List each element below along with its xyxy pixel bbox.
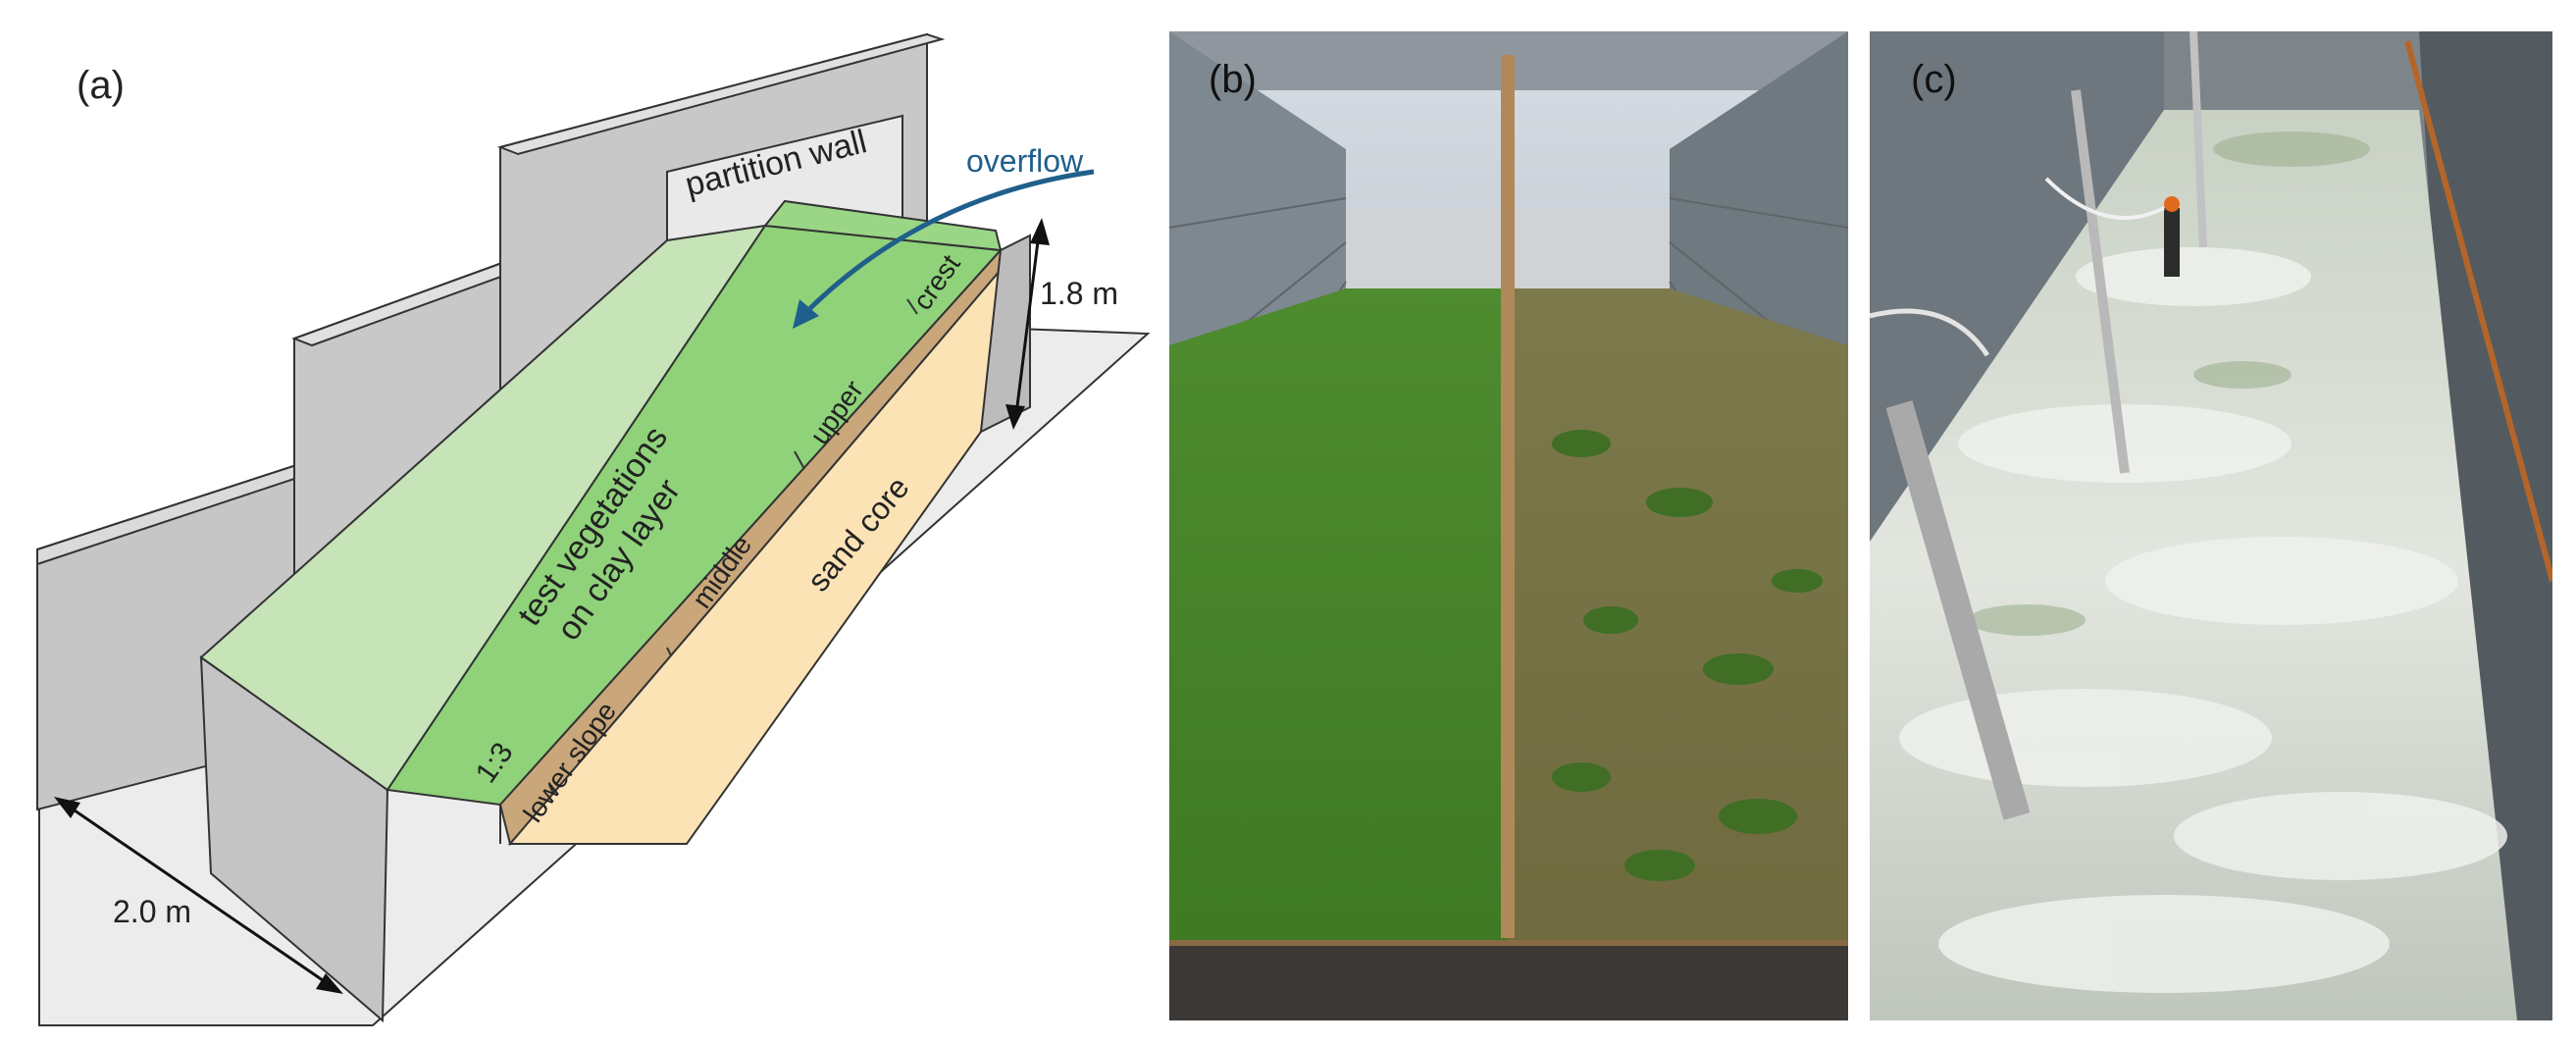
vegetation-under-water (1968, 131, 2370, 636)
water-foam (1899, 247, 2507, 993)
center-divider-plank (1501, 55, 1515, 938)
overflow-arrowhead (793, 299, 819, 329)
left-flume-wall (1870, 31, 2164, 542)
vegetation-crest (763, 199, 1003, 252)
panel-c-label: (c) (1911, 58, 1957, 101)
measurement-rod-1 (2071, 89, 2130, 474)
panel-a-schematic: (a) partition wall overflow 1.8 m 2.0 m … (0, 0, 1158, 1045)
panel-a-label: (a) (77, 64, 125, 107)
panel-c-photo-svg: (c) (1870, 31, 2552, 1020)
panel-b-photo: (b) (1169, 31, 1848, 1020)
bottom-edge-trim (1169, 940, 1848, 946)
height-label: 1.8 m (1040, 276, 1118, 311)
panel-c-photo: (c) (1870, 31, 2552, 1020)
zone-divider-4 (906, 298, 918, 315)
grass-test-section (1169, 288, 1508, 944)
sensor-device (2164, 208, 2180, 277)
height-dimension-line (1013, 225, 1042, 423)
width-arrowhead-left (54, 797, 80, 818)
rusty-rail (2404, 40, 2552, 582)
panel-b-photo-svg: (b) (1169, 31, 1848, 1020)
bottom-wooden-edge (1169, 944, 1848, 1020)
overflow-arrow (802, 169, 1095, 316)
partition-wall-step-2-top (496, 32, 946, 156)
weed-patches (1552, 430, 1823, 881)
sparse-vegetation-test-section (1508, 288, 1848, 944)
sensor-cap (2164, 196, 2180, 212)
zone-divider-3 (794, 450, 805, 470)
dike-back-end (979, 234, 1031, 434)
width-arrowhead-right (316, 973, 343, 994)
measurement-rod-3 (2190, 31, 2207, 248)
width-dimension-line (58, 798, 339, 993)
width-label: 2.0 m (113, 894, 191, 929)
overflow-label: overflow (966, 143, 1084, 179)
cable-1 (1870, 308, 1990, 357)
height-arrowhead-top (1030, 218, 1050, 245)
dike-schematic-svg: (a) partition wall overflow 1.8 m 2.0 m … (36, 32, 1151, 1026)
panel-b-label: (b) (1209, 58, 1257, 101)
right-flume-wall (2419, 31, 2552, 1020)
cable-2 (2044, 177, 2165, 220)
height-arrowhead-bottom (1005, 404, 1025, 430)
measurement-rod-2 (1885, 400, 2031, 820)
